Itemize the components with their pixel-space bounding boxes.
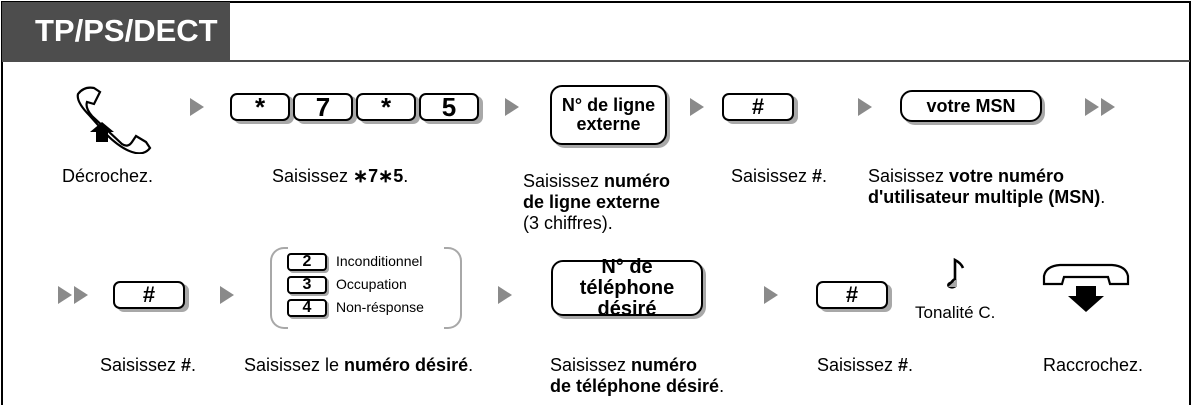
option-key-4: 4 [287,299,327,317]
caption-off-hook: Décrochez. [62,166,154,186]
key-7: 7 [293,92,353,122]
star-key: * [230,92,290,122]
msn-box: votre MSN [900,90,1042,122]
caption-hash-2: Saisissez #. [100,355,197,375]
double-arrow-icon [74,286,88,304]
tone-label: Tonalité C. [915,303,996,322]
caption-enter-code: Saisissez ∗7∗5. [272,166,409,186]
on-hook-handset-icon [1040,262,1132,314]
hash-key: # [722,93,794,121]
key-5: 5 [419,92,479,122]
music-note-icon [945,257,969,291]
double-arrow-icon [58,286,72,304]
arrow-icon [764,286,778,304]
caption-desired-option: Saisissez le numéro désiré. [244,355,474,375]
caption-hash: Saisissez #. [731,166,828,186]
option-key-2: 2 [287,253,327,271]
arrow-icon [858,98,872,116]
right-bracket [444,247,462,329]
header-title: TP/PS/DECT [35,13,218,48]
external-line-number-box: N° de ligne externe [550,85,667,145]
hash-key: # [113,281,185,309]
left-bracket [270,247,288,329]
option-label-unconditional: Inconditionnel [336,253,423,269]
caption-hang-up: Raccrochez. [1043,355,1144,375]
header-tab: TP/PS/DECT [2,2,230,60]
desired-phone-number-box: N° de téléphone désiré [551,256,703,319]
arrow-icon [505,98,519,116]
arrow-icon [690,98,704,116]
caption-hash-3: Saisissez #. [817,355,914,375]
arrow-icon [220,286,234,304]
off-hook-handset-icon [70,82,155,155]
double-arrow-icon [1085,98,1099,116]
star-key: * [356,92,416,122]
option-label-no-answer: Non-résponse [336,299,424,315]
arrow-icon [498,286,512,304]
double-arrow-icon [1101,98,1115,116]
header-divider [2,60,1190,62]
option-key-3: 3 [287,276,327,294]
option-label-busy: Occupation [336,276,407,292]
arrow-icon [190,98,204,116]
hash-key: # [816,281,888,309]
